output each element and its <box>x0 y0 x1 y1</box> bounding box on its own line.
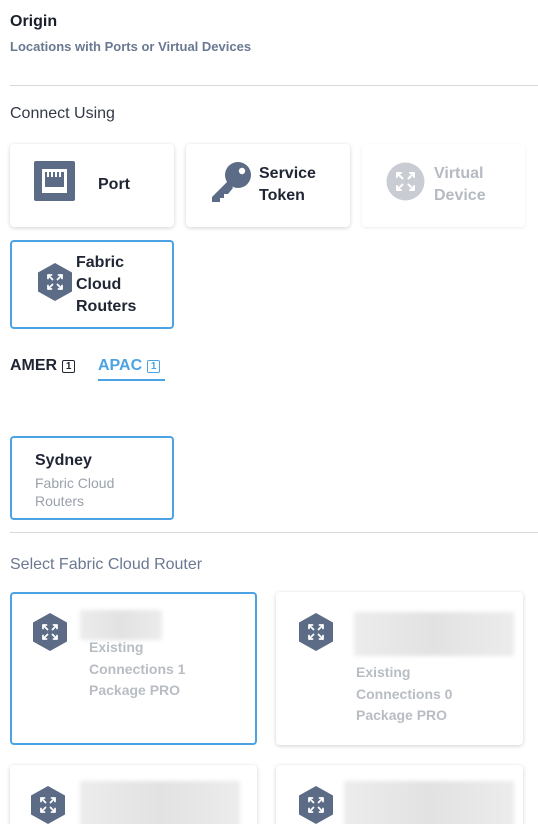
router-name-redacted <box>80 781 240 824</box>
select-router-label: Select Fabric Cloud Router <box>10 556 203 573</box>
connect-using-label: Connect Using <box>10 105 115 122</box>
connect-option-service-token[interactable]: Service Token <box>186 144 350 227</box>
location-subtitle: Fabric Cloud Routers <box>35 474 145 510</box>
router-name-redacted <box>344 781 514 824</box>
connect-option-port[interactable]: Port <box>10 144 174 227</box>
origin-title: Origin <box>10 13 58 30</box>
router-name-redacted <box>80 610 162 640</box>
service-token-label-line1: Service <box>259 165 316 182</box>
router-card[interactable] <box>276 765 523 824</box>
tab-amer[interactable]: AMER 1 <box>10 356 76 376</box>
divider <box>10 532 538 533</box>
tab-apac-underline <box>98 379 165 381</box>
fabric-cloud-router-icon <box>297 785 335 824</box>
router-connections: Connections 1 <box>89 660 186 677</box>
virtual-device-icon <box>386 162 425 201</box>
router-card[interactable]: Existing Connections 1 Package PRO <box>10 592 257 745</box>
tab-amer-label: AMER <box>10 357 58 374</box>
location-card-sydney[interactable]: Sydney Fabric Cloud Routers <box>10 436 174 520</box>
location-subtitle-line2: Routers <box>35 493 85 509</box>
virtual-device-label-line1: Virtual <box>434 165 484 182</box>
router-existing-label: Existing <box>356 664 411 680</box>
router-existing-label: Existing <box>89 639 144 655</box>
router-package: Package PRO <box>356 707 448 723</box>
fabric-cloud-routers-label-line3: Routers <box>76 298 137 315</box>
fabric-cloud-router-icon <box>297 612 335 652</box>
router-card[interactable]: Existing Connections 0 Package PRO <box>276 592 523 745</box>
router-meta: Existing Connections 1 Package PRO <box>89 637 185 702</box>
location-name: Sydney <box>35 452 92 469</box>
fabric-cloud-router-icon <box>36 262 74 302</box>
virtual-device-label-line2: Device <box>434 187 486 204</box>
service-token-label-line2: Token <box>259 187 305 204</box>
router-meta: Existing Connections 0 Package PRO <box>356 662 452 727</box>
router-name-redacted <box>354 612 514 656</box>
key-icon <box>209 161 252 203</box>
port-label: Port <box>98 176 130 193</box>
connect-option-fabric-cloud-routers[interactable]: Fabric Cloud Routers <box>10 240 174 329</box>
router-card[interactable] <box>10 765 257 824</box>
port-icon <box>34 161 75 201</box>
divider <box>10 85 538 86</box>
tab-apac[interactable]: APAC 1 <box>98 356 161 376</box>
fabric-cloud-router-icon <box>31 612 69 652</box>
router-connections: Connections 0 <box>356 685 453 702</box>
fabric-cloud-routers-label-line1: Fabric <box>76 254 125 271</box>
fabric-cloud-router-icon <box>29 785 67 824</box>
tab-amer-count: 1 <box>62 359 76 373</box>
tab-apac-label: APAC <box>98 357 143 374</box>
fabric-cloud-routers-label-line2: Cloud <box>76 276 122 293</box>
tab-apac-count: 1 <box>147 359 161 373</box>
origin-subtitle: Locations with Ports or Virtual Devices <box>10 39 252 54</box>
location-subtitle-line1: Fabric Cloud <box>35 475 115 491</box>
connect-option-virtual-device: Virtual Device <box>362 144 525 227</box>
router-package: Package PRO <box>89 682 181 698</box>
